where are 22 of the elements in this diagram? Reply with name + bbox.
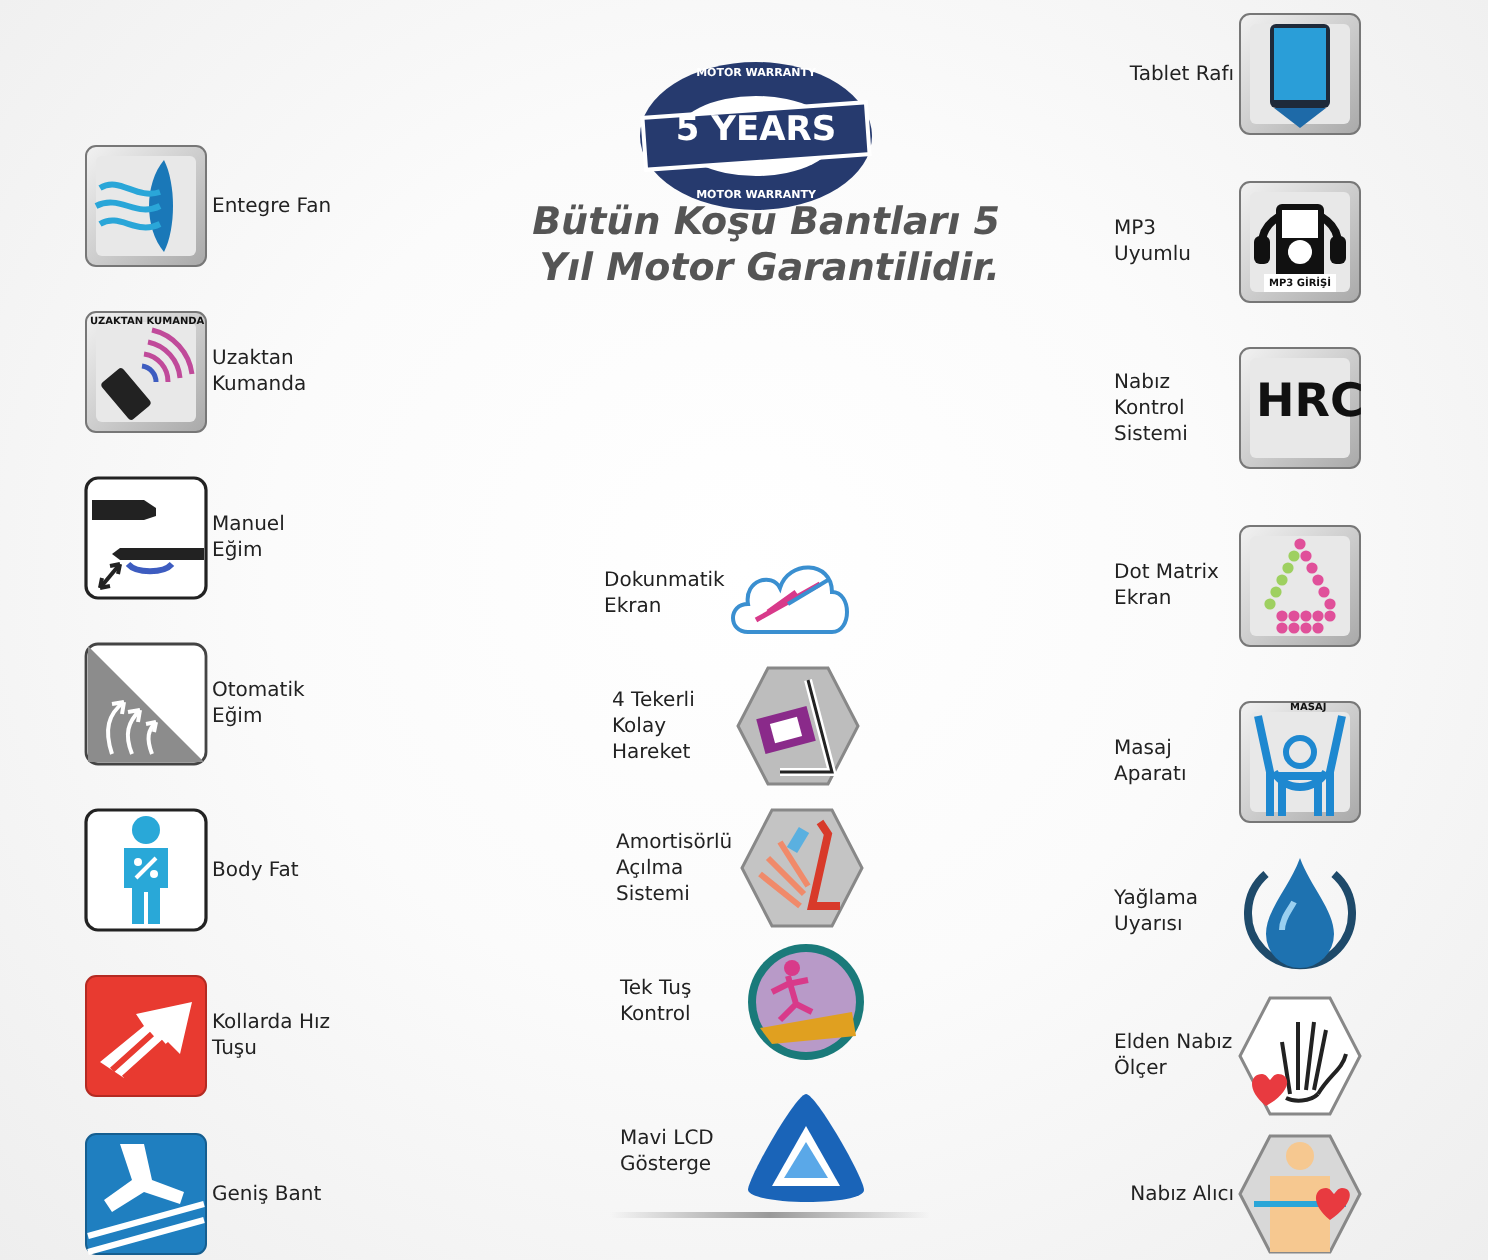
feature-label: Yağlama Uyarısı bbox=[1114, 886, 1200, 938]
feature-label: Nabız Kontrol Sistemi bbox=[1114, 369, 1190, 447]
feature-label: Tablet Rafı bbox=[1129, 61, 1234, 87]
feature-label: Masaj Aparatı bbox=[1114, 736, 1189, 788]
feature-label: Dot Matrix Ekran bbox=[1114, 560, 1221, 612]
feature-label: Amortisörlü Açılma Sistemi bbox=[616, 829, 735, 907]
feature-label: Otomatik Eğim bbox=[212, 678, 307, 730]
headline: Bütün Koşu Bantları 5 Yıl Motor Garantilidir. bbox=[530, 200, 1000, 292]
feature-label: Kollarda Hız Tuşu bbox=[212, 1010, 332, 1062]
feature-label: Uzaktan Kumanda bbox=[212, 346, 309, 398]
feature-label: Dokunmatik Ekran bbox=[604, 568, 724, 620]
feature-label: Tek Tuş Kontrol bbox=[620, 976, 694, 1028]
feature-label: Manuel Eğim bbox=[212, 512, 287, 564]
feature-label: Entegre Fan bbox=[212, 193, 332, 219]
icon-caption: HRC bbox=[1256, 380, 1364, 426]
feature-label: Elden Nabız Ölçer bbox=[1114, 1030, 1234, 1082]
feature-label: Mavi LCD Gösterge bbox=[620, 1126, 716, 1178]
feature-label: Body Fat bbox=[212, 857, 299, 883]
feature-label: Nabız Alıcı bbox=[1130, 1181, 1234, 1207]
feature-label: Geniş Bant bbox=[212, 1181, 322, 1207]
feature-label: MP3 Uyumlu bbox=[1114, 216, 1193, 268]
feature-label: 4 Tekerli Kolay Hareket bbox=[612, 687, 697, 765]
